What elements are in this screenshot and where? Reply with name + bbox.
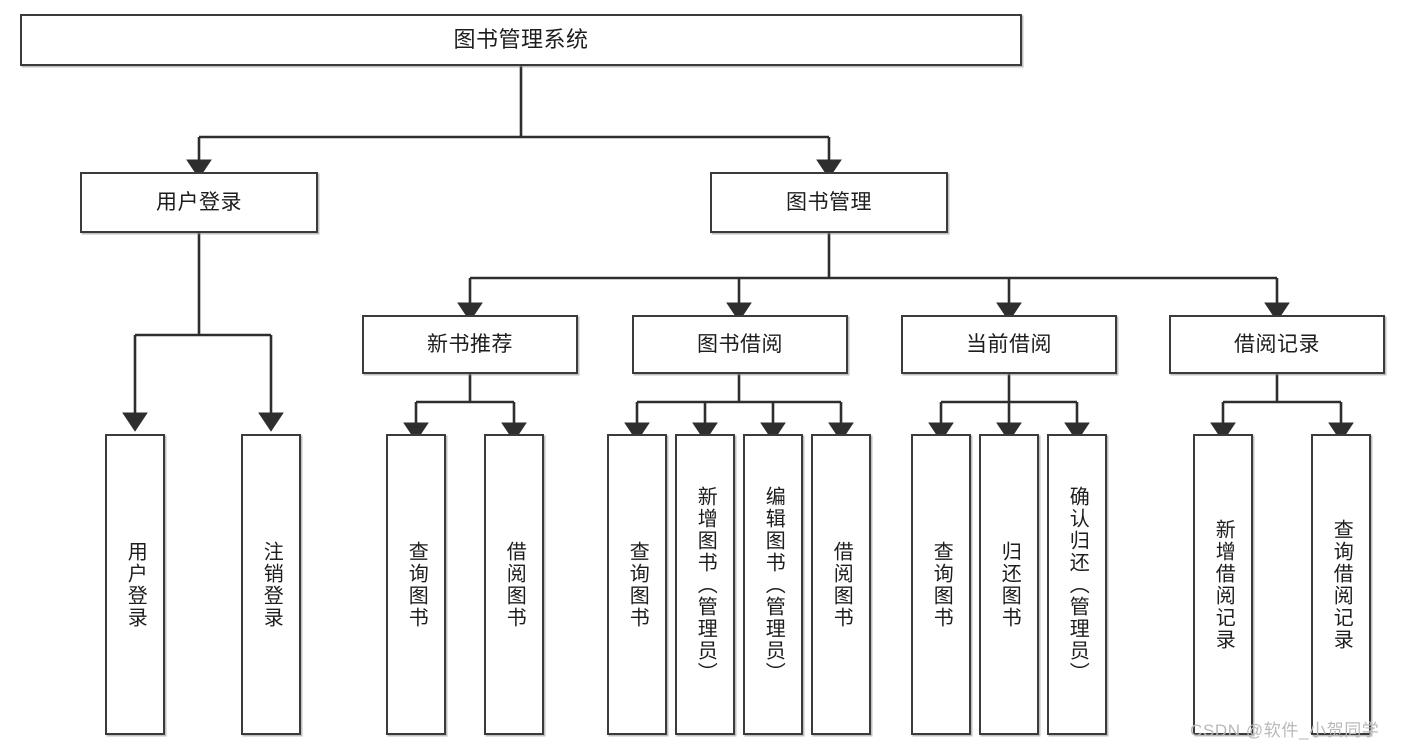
node-label: 用户登录 (156, 190, 242, 214)
node-label: 查询图书 (930, 540, 953, 629)
node-root-book-management-system[interactable]: 图书管理系统 (20, 14, 1022, 66)
leaf-borrow-query-book[interactable]: 查询图书 (607, 434, 667, 735)
node-label: 图书借阅 (697, 332, 783, 356)
node-label: 新增借阅记录 (1212, 518, 1235, 651)
leaf-record-query-record[interactable]: 查询借阅记录 (1311, 434, 1371, 735)
node-label: 归还图书 (998, 540, 1021, 629)
leaf-user-login-logout[interactable]: 注销登录 (241, 434, 301, 735)
node-label: 借阅记录 (1234, 332, 1320, 356)
node-label: 图书管理 (786, 190, 872, 214)
node-book-borrow[interactable]: 图书借阅 (632, 315, 848, 374)
leaf-current-confirm-return-admin[interactable]: 确认归还（管理员） (1047, 434, 1107, 735)
leaf-record-add-record[interactable]: 新增借阅记录 (1193, 434, 1253, 735)
node-label: 确认归还（管理员） (1066, 485, 1089, 684)
leaf-new-book-borrow[interactable]: 借阅图书 (484, 434, 544, 735)
node-label: 新书推荐 (427, 332, 513, 356)
node-label: 编辑图书（管理员） (762, 485, 785, 684)
node-current-borrow[interactable]: 当前借阅 (901, 315, 1117, 374)
node-label: 注销登录 (260, 540, 283, 629)
leaf-borrow-edit-book-admin[interactable]: 编辑图书（管理员） (743, 434, 803, 735)
node-label: 查询图书 (405, 540, 428, 629)
leaf-borrow-borrow-book[interactable]: 借阅图书 (811, 434, 871, 735)
node-label: 查询借阅记录 (1330, 518, 1353, 651)
leaf-user-login-login[interactable]: 用户登录 (105, 434, 165, 735)
csdn-watermark: CSDN @软件_小贺同学 (1190, 721, 1380, 740)
node-label: 当前借阅 (966, 332, 1052, 356)
node-book-management[interactable]: 图书管理 (710, 172, 948, 233)
node-label: 借阅图书 (830, 540, 853, 629)
node-user-login[interactable]: 用户登录 (80, 172, 318, 233)
leaf-current-query-book[interactable]: 查询图书 (911, 434, 971, 735)
node-label: 借阅图书 (503, 540, 526, 629)
node-label: 用户登录 (124, 540, 147, 629)
node-new-book-recommend[interactable]: 新书推荐 (362, 315, 578, 374)
leaf-current-return-book[interactable]: 归还图书 (979, 434, 1039, 735)
node-borrow-record[interactable]: 借阅记录 (1169, 315, 1385, 374)
node-label: 新增图书（管理员） (694, 485, 717, 684)
node-label: 图书管理系统 (453, 26, 589, 52)
leaf-borrow-add-book-admin[interactable]: 新增图书（管理员） (675, 434, 735, 735)
node-label: 查询图书 (626, 540, 649, 629)
leaf-new-book-query[interactable]: 查询图书 (386, 434, 446, 735)
